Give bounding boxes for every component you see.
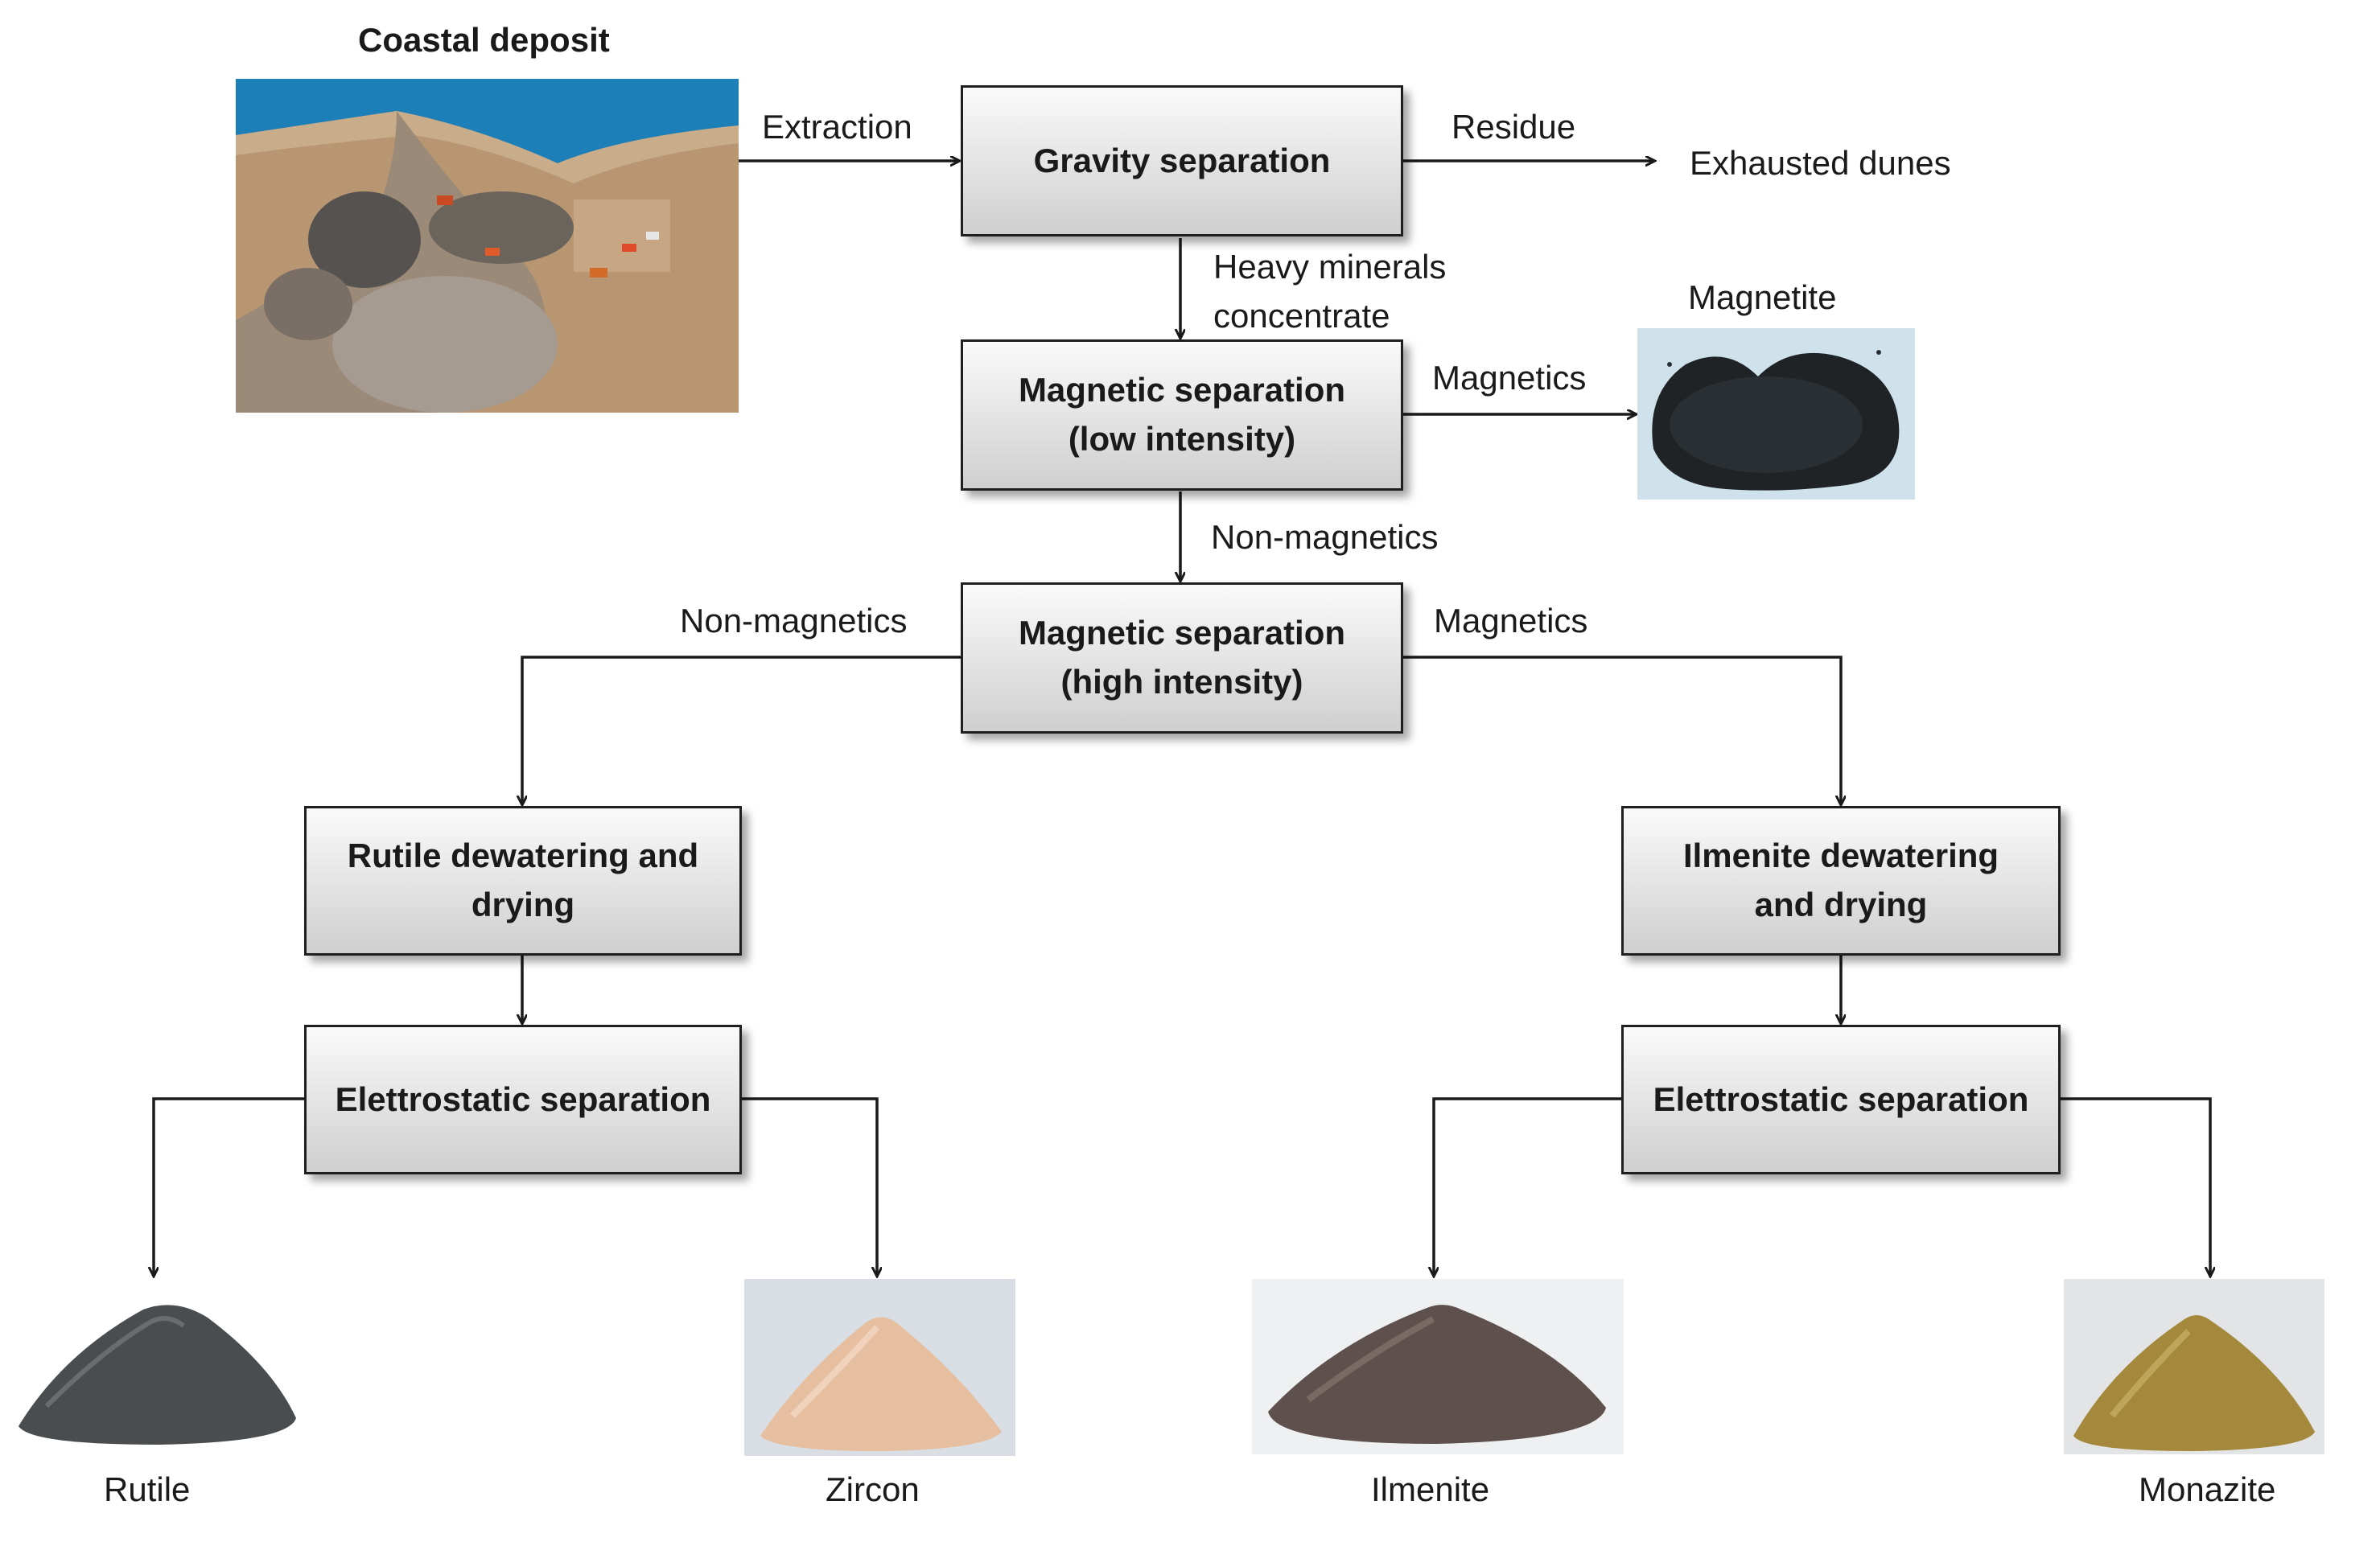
elettrostatic-separation-right-label: Elettrostatic separation <box>1653 1079 2029 1118</box>
magnetic-separation-low-box: Magnetic separation (low intensity) <box>961 339 1403 491</box>
coastal-deposit-title: Coastal deposit <box>358 21 610 59</box>
gravity-separation-box: Gravity separation <box>961 85 1403 236</box>
arrow-magnetics-high <box>1403 656 1841 804</box>
arrow-to-rutile <box>154 1097 304 1276</box>
heavy-minerals-label: Heavy minerals concentrate <box>1213 243 1446 341</box>
exhausted-dunes-label: Exhausted dunes <box>1690 144 1951 182</box>
magnetic-separation-high-line2: (high intensity) <box>1060 663 1303 701</box>
arrow-nonmagnetics-high <box>522 656 961 804</box>
zircon-label: Zircon <box>826 1470 920 1508</box>
extraction-label: Extraction <box>762 108 912 146</box>
rutile-photo <box>19 1305 296 1445</box>
elettrostatic-separation-left-label: Elettrostatic separation <box>335 1079 711 1118</box>
ilmenite-dewatering-box: Ilmenite dewatering and drying <box>1621 806 2061 956</box>
nonmagnetics-high-label: Non-magnetics <box>680 602 908 639</box>
magnetic-separation-low-line1: Magnetic separation <box>1018 371 1346 409</box>
monazite-label: Monazite <box>2139 1470 2276 1508</box>
coastal-deposit-photo <box>236 79 739 413</box>
residue-label: Residue <box>1451 108 1576 146</box>
rutile-dewatering-box: Rutile dewatering and drying <box>304 806 742 956</box>
magnetite-photo <box>1637 328 1915 500</box>
magnetic-separation-low-line2: (low intensity) <box>1068 420 1296 458</box>
elettrostatic-separation-left-box: Elettrostatic separation <box>304 1025 742 1174</box>
rutile-dewatering-line1: Rutile dewatering and <box>347 837 699 875</box>
nonmagnetics-low-label: Non-magnetics <box>1211 518 1439 556</box>
arrow-to-ilmenite <box>1434 1097 1621 1276</box>
rutile-label: Rutile <box>104 1470 191 1508</box>
ilmenite-dewatering-line1: Ilmenite dewatering <box>1682 837 1999 875</box>
gravity-separation-label: Gravity separation <box>1033 141 1331 179</box>
ilmenite-dewatering-line2: and drying <box>1754 886 1928 923</box>
heavy-minerals-line2: concentrate <box>1213 296 1390 335</box>
magnetic-separation-high-box: Magnetic separation (high intensity) <box>961 582 1403 734</box>
ilmenite-photo <box>1252 1279 1624 1454</box>
magnetite-label: Magnetite <box>1688 278 1837 316</box>
magnetics-high-label: Magnetics <box>1434 602 1588 639</box>
arrow-to-zircon <box>742 1097 877 1276</box>
magnetics-low-label: Magnetics <box>1432 359 1587 397</box>
elettrostatic-separation-right-box: Elettrostatic separation <box>1621 1025 2061 1174</box>
magnetic-separation-high-line1: Magnetic separation <box>1018 614 1346 652</box>
arrow-to-monazite <box>2061 1097 2210 1276</box>
heavy-minerals-line1: Heavy minerals <box>1213 248 1447 286</box>
rutile-dewatering-line2: drying <box>471 886 575 923</box>
monazite-photo <box>2064 1279 2324 1454</box>
ilmenite-label: Ilmenite <box>1371 1470 1490 1508</box>
zircon-photo <box>744 1279 1015 1456</box>
